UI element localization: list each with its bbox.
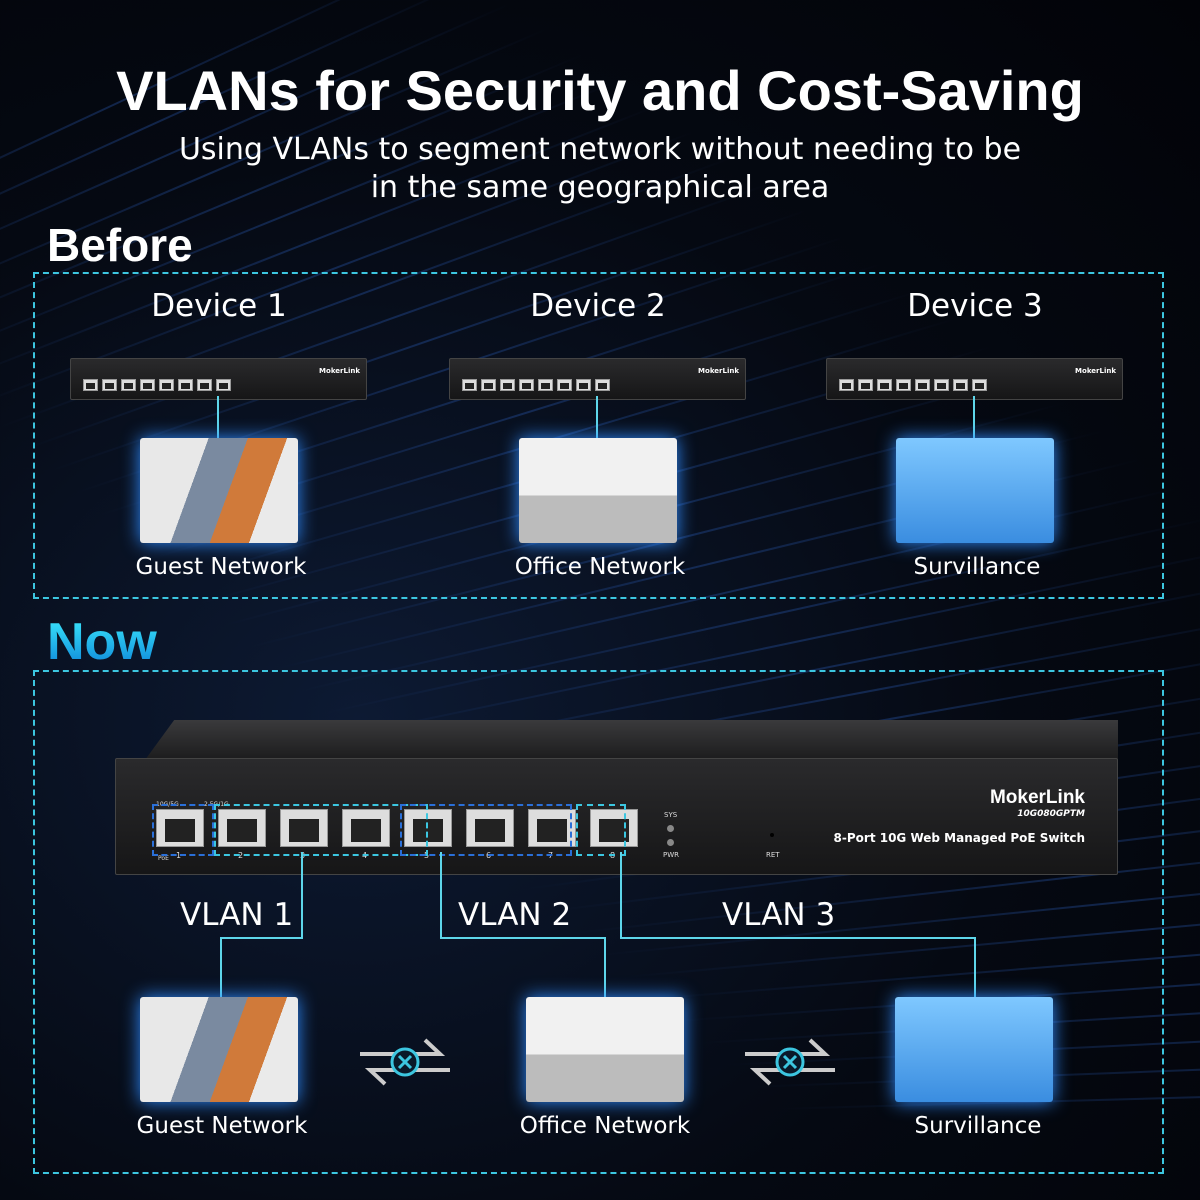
brand-logo: MokerLink [989, 787, 1085, 808]
port [83, 379, 98, 391]
port-3[interactable] [280, 809, 328, 847]
subtitle-line-1: Using VLANs to segment network without n… [178, 132, 1022, 167]
vlan-port-group [152, 804, 214, 856]
device-1-heading: Device 1 [151, 288, 287, 324]
now-guest-label: Guest Network [136, 1113, 308, 1139]
port [538, 379, 553, 391]
connection-line [973, 396, 975, 438]
port [500, 379, 515, 391]
port [140, 379, 155, 391]
device-2-network-label: Office Network [514, 554, 686, 580]
port [576, 379, 591, 391]
port-6[interactable] [466, 809, 514, 847]
port [934, 379, 949, 391]
managed-switch: 10G/5G 2.5G/1G PoE SYS PWR RET MokerLink… [115, 720, 1118, 875]
brand-logo: MokerLink [319, 367, 360, 375]
model-number: 10G080GPTM [1017, 809, 1085, 819]
port [216, 379, 231, 391]
port [462, 379, 477, 391]
port [877, 379, 892, 391]
device-2-switch: MokerLink [449, 358, 746, 400]
vlan1-line [220, 937, 303, 939]
device-1-switch: MokerLink [70, 358, 367, 400]
vlan1-label: VLAN 1 [180, 897, 294, 933]
port-7[interactable] [528, 809, 576, 847]
device-3-heading: Device 3 [907, 288, 1043, 324]
pwr-led [667, 839, 674, 846]
ret-label: RET [766, 851, 780, 859]
poe-label: PoE [158, 855, 169, 862]
connection-line [217, 396, 219, 438]
office-network-photo [526, 997, 684, 1102]
port [915, 379, 930, 391]
vlan3-line [620, 937, 976, 939]
vlan2-line [440, 852, 442, 939]
brand-logo: MokerLink [698, 367, 739, 375]
port [178, 379, 193, 391]
pwr-label: PWR [663, 851, 680, 859]
port [896, 379, 911, 391]
port-2[interactable] [218, 809, 266, 847]
port [595, 379, 610, 391]
now-office-label: Office Network [519, 1113, 691, 1139]
port [972, 379, 987, 391]
guest-network-photo [140, 997, 298, 1102]
port [858, 379, 873, 391]
before-heading: Before [47, 219, 193, 271]
vlan2-line [440, 937, 606, 939]
port [102, 379, 117, 391]
before-section [33, 272, 1164, 599]
isolation-icon [360, 1038, 450, 1086]
vlan3-line [974, 937, 976, 997]
vlan2-label: VLAN 2 [458, 897, 572, 933]
port-4[interactable] [342, 809, 390, 847]
device-3-photo [896, 438, 1054, 543]
device-3-network-label: Survillance [913, 554, 1041, 580]
port [159, 379, 174, 391]
port [839, 379, 854, 391]
sys-led [667, 825, 674, 832]
device-1-photo [140, 438, 298, 543]
device-1-network-label: Guest Network [135, 554, 307, 580]
connection-line [596, 396, 598, 438]
port [519, 379, 534, 391]
vlan-port-group [576, 804, 626, 856]
vlan-port-group [214, 804, 428, 856]
isolation-icon [745, 1038, 835, 1086]
now-surveillance-label: Survillance [914, 1113, 1042, 1139]
port [481, 379, 496, 391]
switch-description: 8-Port 10G Web Managed PoE Switch [833, 831, 1085, 845]
port-1[interactable] [156, 809, 204, 847]
vlan3-line [620, 852, 622, 939]
vlan2-line [604, 937, 606, 997]
port-8[interactable] [590, 809, 638, 847]
vlan3-label: VLAN 3 [722, 897, 836, 933]
port [557, 379, 572, 391]
device-2-photo [519, 438, 677, 543]
surveillance-photo [895, 997, 1053, 1102]
vlan1-line [220, 937, 222, 997]
port [121, 379, 136, 391]
device-2-heading: Device 2 [530, 288, 666, 324]
reset-button [770, 833, 774, 837]
now-section [33, 670, 1164, 1174]
brand-logo: MokerLink [1075, 367, 1116, 375]
vlan-port-group [400, 804, 572, 856]
now-heading: Now [47, 613, 157, 671]
light-streak [0, 0, 435, 252]
sys-label: SYS [664, 811, 678, 819]
vlan1-line [301, 852, 303, 939]
port [197, 379, 212, 391]
port [953, 379, 968, 391]
port-5[interactable] [404, 809, 452, 847]
page-title: VLANs for Security and Cost-Saving [116, 59, 1084, 122]
device-3-switch: MokerLink [826, 358, 1123, 400]
subtitle-line-2: in the same geographical area [370, 170, 830, 205]
